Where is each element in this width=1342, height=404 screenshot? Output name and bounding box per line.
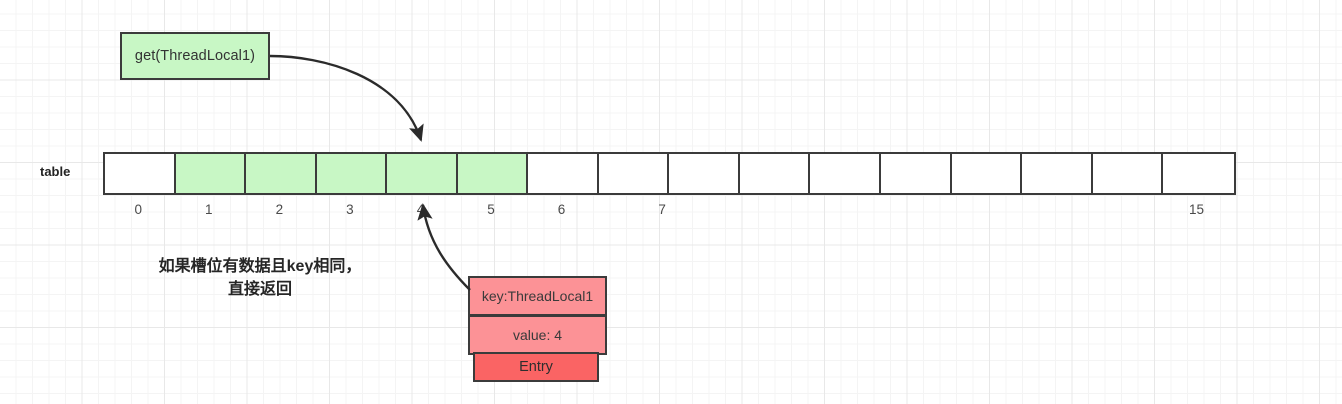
- table-index-label-2: 2: [275, 202, 284, 217]
- table-cell-4[interactable]: [387, 154, 458, 193]
- table-cell-14[interactable]: [1092, 154, 1164, 193]
- table-cell-11[interactable]: [881, 154, 952, 193]
- table-index-label-5: 5: [487, 202, 495, 217]
- table-index-label-15: 15: [1189, 202, 1205, 217]
- table-cell-13[interactable]: [1022, 154, 1093, 193]
- arrow-command-to-slot4: [269, 54, 424, 142]
- command-box-label: get(ThreadLocal1): [134, 48, 256, 64]
- command-box-get-threadlocal1[interactable]: get(ThreadLocal1): [120, 32, 270, 80]
- table-index-label-7: 7: [658, 202, 666, 217]
- table-cell-1[interactable]: [175, 154, 247, 193]
- table-index-label-4: 4: [416, 202, 425, 217]
- annotation-note-line-2: 直接返回: [227, 281, 292, 299]
- table-index-label-6: 6: [557, 202, 566, 217]
- entry-value-label: value: 4: [512, 327, 563, 343]
- table-row: [103, 152, 1236, 195]
- table-cell-8[interactable]: [669, 154, 740, 193]
- table-cell-10[interactable]: [810, 154, 882, 193]
- entry-type-box[interactable]: Entry: [473, 352, 599, 382]
- entry-value-box[interactable]: value: 4: [468, 315, 607, 355]
- table-cell-15[interactable]: [1163, 154, 1234, 193]
- table-index-label-1: 1: [205, 202, 213, 217]
- entry-key-box[interactable]: key:ThreadLocal1: [468, 276, 607, 316]
- arrow-entry-to-slot4: [417, 203, 471, 291]
- table-index-label-0: 0: [134, 202, 143, 217]
- entry-key-label: key:ThreadLocal1: [481, 288, 594, 304]
- table-cell-6[interactable]: [528, 154, 599, 193]
- table-cell-5[interactable]: [457, 154, 529, 193]
- table-label: table: [40, 164, 71, 179]
- table-cell-3[interactable]: [316, 154, 388, 193]
- table-cell-2[interactable]: [246, 154, 317, 193]
- annotation-note-line-1: 如果槽位有数据且key相同，: [158, 258, 362, 275]
- entry-type-label: Entry: [519, 359, 553, 375]
- table-cell-9[interactable]: [739, 154, 811, 193]
- annotation-note: 如果槽位有数据且key相同， 直接返回: [110, 255, 410, 301]
- table-index-label-3: 3: [346, 202, 354, 217]
- table-cell-0[interactable]: [105, 154, 176, 193]
- table-cell-12[interactable]: [951, 154, 1023, 193]
- table-cell-7[interactable]: [598, 154, 670, 193]
